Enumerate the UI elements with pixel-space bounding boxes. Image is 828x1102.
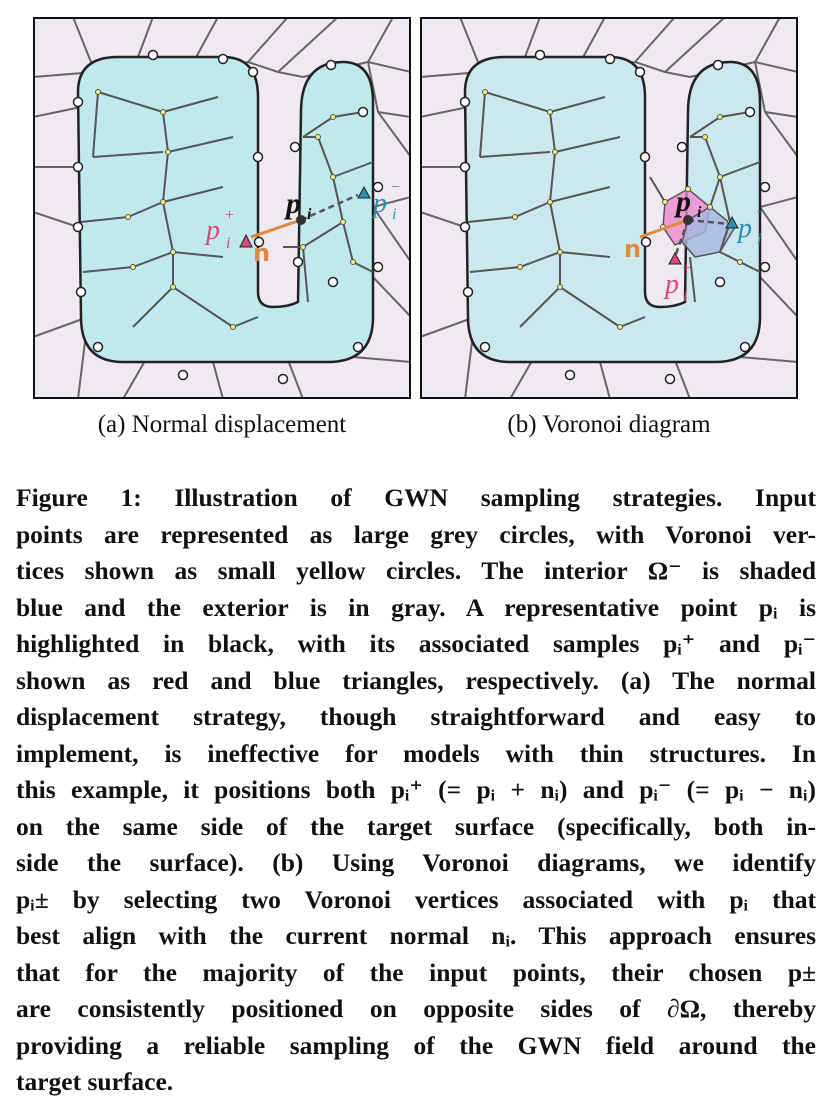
interior-shape bbox=[463, 55, 762, 364]
caption-line: side the surface). (b) Using Voronoi dia… bbox=[16, 848, 816, 877]
label-normal: n bbox=[253, 239, 270, 267]
caption-line: this example, it positions both pᵢ⁺ (= p… bbox=[16, 775, 816, 804]
label-pi-sub: i bbox=[697, 204, 702, 221]
label-plus-sub: i bbox=[683, 288, 687, 305]
minus-link bbox=[300, 193, 359, 222]
input-points bbox=[459, 49, 771, 385]
caption-line: implement, is ineffective for models wit… bbox=[16, 738, 816, 768]
caption-line: target surface. bbox=[16, 1067, 174, 1096]
caption-line: blue and the exterior is in gray. A repr… bbox=[16, 592, 816, 622]
label-minus-sup: − bbox=[756, 204, 765, 221]
normal-arrow bbox=[639, 218, 689, 239]
caption-line: tices shown as small yellow circles. The… bbox=[16, 556, 816, 585]
sample-markers: p i p + i p − i n bbox=[624, 185, 765, 305]
caption-line: highlighted in black, with its associate… bbox=[16, 629, 816, 658]
voronoi-vertices bbox=[95, 89, 356, 330]
label-pi: p bbox=[673, 185, 691, 218]
label-normal: n bbox=[624, 235, 641, 263]
caption-line: points are represented as large grey cir… bbox=[16, 519, 816, 549]
label-plus-sub: i bbox=[226, 235, 230, 252]
label-pi-sub: i bbox=[307, 206, 312, 223]
voronoi-edges-interior bbox=[80, 91, 374, 328]
input-points bbox=[72, 49, 384, 385]
subcaption-b: (b) Voronoi diagram bbox=[507, 411, 711, 438]
label-minus-p: p bbox=[736, 213, 752, 244]
label-minus-p: p bbox=[371, 188, 387, 219]
figure-caption: Figure 1: Illustration of GWN sampling s… bbox=[16, 480, 816, 1101]
label-plus-sup: + bbox=[682, 260, 691, 277]
minus-link bbox=[687, 218, 731, 226]
representative-point bbox=[683, 215, 693, 225]
panel-normal-displacement: p i p + i p − i n bbox=[32, 16, 412, 400]
caption-line: best align with the current normal nᵢ. T… bbox=[16, 921, 816, 950]
panel-frame bbox=[420, 17, 798, 399]
label-plus-sup: + bbox=[225, 207, 234, 224]
plus-triangle bbox=[239, 233, 253, 248]
caption-line: displacement strategy, though straightfo… bbox=[16, 702, 816, 731]
label-pi: p bbox=[283, 187, 301, 220]
minus-triangle bbox=[357, 185, 371, 199]
panel-frame bbox=[33, 17, 411, 399]
label-plus-p: p bbox=[663, 269, 679, 300]
interior-shape bbox=[76, 55, 375, 364]
minus-triangle bbox=[725, 215, 739, 229]
figure: p i p + i p − i n bbox=[0, 0, 828, 460]
normal-arrow bbox=[250, 218, 302, 239]
label-minus-sub: i bbox=[392, 206, 396, 223]
caption-line: that for the majority of the input point… bbox=[16, 957, 816, 987]
voronoi-vertices bbox=[482, 89, 743, 330]
caption-line: on the same side of the target surface (… bbox=[16, 811, 816, 841]
representative-point bbox=[296, 215, 306, 225]
label-minus-sup: − bbox=[391, 179, 400, 196]
sample-markers: p i p + i p − i n bbox=[204, 179, 400, 267]
caption-line: are consistently positioned on opposite … bbox=[16, 994, 816, 1023]
panel-voronoi-diagram: p i p + i p − i n bbox=[419, 16, 799, 400]
plus-link bbox=[673, 219, 690, 258]
label-minus-sub: i bbox=[757, 231, 761, 248]
caption-line: shown as red and blue triangles, respect… bbox=[16, 665, 816, 695]
panel-a-svg: p i p + i p − i n bbox=[32, 16, 412, 400]
voronoi-edges-interior bbox=[467, 91, 761, 328]
subcaption-a: (a) Normal displacement bbox=[97, 411, 347, 438]
caption-line: pᵢ± by selecting two Voronoi vertices as… bbox=[16, 884, 816, 914]
caption-line: providing a reliable sampling of the GWN… bbox=[16, 1030, 816, 1060]
panel-b-svg: p i p + i p − i n bbox=[419, 16, 799, 400]
label-plus-p: p bbox=[204, 215, 220, 246]
caption-line: Figure 1: Illustration of GWN sampling s… bbox=[16, 483, 816, 512]
plus-triangle bbox=[668, 251, 682, 265]
